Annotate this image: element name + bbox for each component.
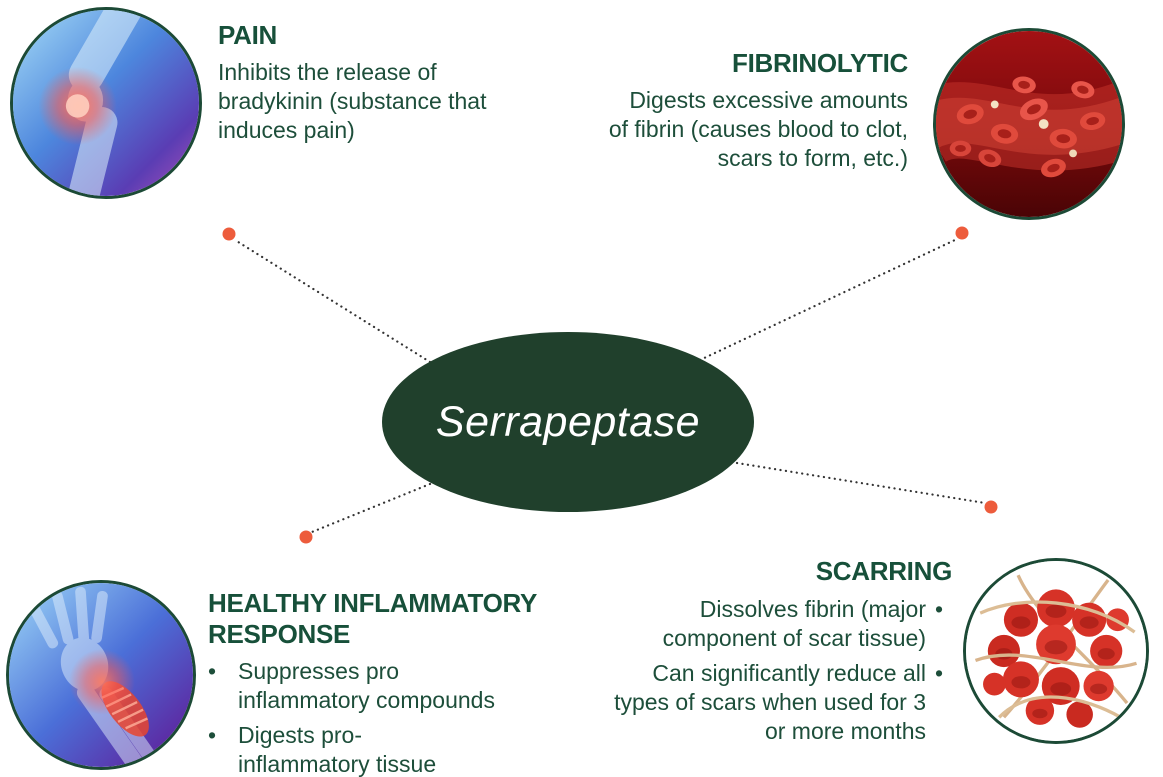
center-label: Serrapeptase (435, 397, 701, 446)
fibrinolytic-title: FIBRINOLYTIC (731, 48, 908, 78)
inflammatory-image (6, 580, 196, 770)
scarring-image (963, 558, 1149, 744)
fibrinolytic-text-block: FIBRINOLYTIC Digests excessive amounts o… (573, 48, 908, 173)
connector-dot-pain (222, 227, 236, 241)
pain-title: PAIN (218, 20, 277, 50)
scarring-text-block: SCARRING Dissolves fibrin (major compone… (600, 556, 952, 746)
wrist-xray-illustration (9, 583, 193, 767)
list-item: • Suppresses pro inflammatory compounds (208, 657, 538, 715)
center-ellipse: Serrapeptase (382, 332, 754, 512)
fibrinolytic-image (933, 28, 1125, 220)
scarring-bullet-1: Dissolves fibrin (major component of sca… (662, 595, 926, 651)
blood-clot-illustration (966, 561, 1146, 741)
knee-xray-illustration (13, 10, 199, 196)
pain-image (10, 7, 202, 199)
inflammatory-title: HEALTHY INFLAMMATORY RESPONSE (208, 588, 538, 649)
scarring-bullets: Dissolves fibrin (major component of sca… (600, 595, 952, 746)
connector-dot-scarring (984, 500, 998, 514)
list-item: Dissolves fibrin (major component of sca… (600, 595, 952, 653)
bullet-marker: • (934, 659, 944, 686)
list-item: Can significantly reduce all types of sc… (600, 659, 952, 746)
inflammatory-text-block: HEALTHY INFLAMMATORY RESPONSE • Suppress… (208, 588, 538, 777)
pain-text-block: PAIN Inhibits the release of bradykinin … (218, 20, 538, 145)
connector-line-inflammatory (310, 482, 432, 534)
pain-body: Inhibits the release of bradykinin (subs… (218, 58, 487, 143)
scarring-bullet-2: Can significantly reduce all types of sc… (614, 659, 926, 744)
fibrinolytic-body: Digests excessive amounts of fibrin (cau… (608, 86, 908, 171)
bullet-marker: • (208, 658, 217, 685)
list-item: • Digests pro- inflammatory tissue (208, 721, 538, 777)
blood-vessel-illustration (936, 31, 1122, 217)
inflammatory-bullets: • Suppresses pro inflammatory compounds … (208, 657, 538, 777)
connector-line-scarring (735, 461, 987, 505)
bullet-marker: • (208, 722, 217, 749)
connector-dot-fibrinolytic (955, 226, 969, 240)
connector-dot-inflammatory (299, 530, 313, 544)
inflammatory-bullet-1: Suppresses pro inflammatory compounds (238, 658, 495, 714)
inflammatory-bullet-2: Digests pro- inflammatory tissue (238, 722, 437, 777)
connector-line-fibrinolytic (698, 238, 957, 362)
scarring-title: SCARRING (815, 556, 953, 586)
bullet-marker: • (934, 595, 944, 622)
connector-line-pain (233, 238, 432, 364)
